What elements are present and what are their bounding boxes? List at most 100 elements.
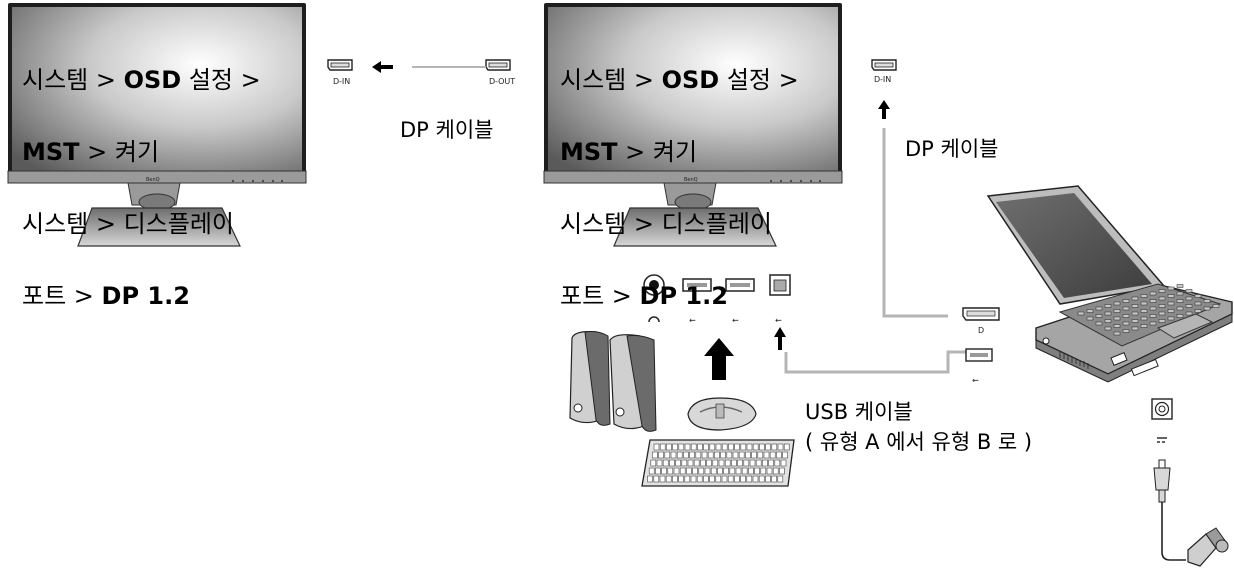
keyboard-key [715, 443, 722, 451]
laptop-key [1131, 304, 1139, 308]
dp-cable-line-2 [882, 128, 948, 318]
usb-cable-line [784, 350, 966, 374]
laptop-key [1185, 304, 1193, 308]
laptop-key [1167, 301, 1175, 306]
keyboard-key [734, 475, 740, 483]
screen-line: 시스템 > OSD 설정 > [560, 66, 799, 94]
keyboard-key [758, 475, 765, 483]
keyboard-key [720, 451, 726, 459]
laptop-key [1158, 319, 1166, 323]
keyboard-key [732, 451, 739, 459]
keyboard-key [681, 459, 688, 467]
screen-line: 시스템 > 디스플레이 [560, 210, 773, 238]
keyboard-key [696, 475, 703, 483]
keyboard-key [768, 459, 774, 467]
keyboard-key [728, 443, 734, 451]
keyboard-key [749, 459, 756, 467]
laptop-key [1167, 294, 1175, 298]
keyboard-key [678, 443, 685, 451]
laptop-key [1122, 329, 1130, 333]
brand-logo: BenQ [146, 177, 160, 183]
keyboard-key [684, 443, 691, 451]
keyboard-key [727, 475, 734, 483]
keyboard-key [670, 451, 677, 459]
keyboard-key [700, 459, 706, 467]
monitor-left-screen-text: 시스템 > OSD 설정 > MST > 켜기 시스템 > 디스플레이 포트 >… [22, 20, 261, 332]
keyboard-key [721, 475, 728, 483]
keyboard-key [653, 475, 660, 483]
keyboard-key [757, 451, 764, 459]
headphone-jack [643, 274, 665, 323]
keyboard-key [659, 475, 666, 483]
laptop-key [1122, 306, 1130, 311]
keyboard-key [667, 467, 674, 475]
laptop-key [1140, 316, 1148, 321]
monitor-left: BenQ [7, 3, 307, 247]
keyboard-key [703, 443, 709, 451]
laptop-key [1113, 309, 1121, 313]
keyboard-key [745, 451, 751, 459]
keyboard-key [672, 443, 678, 451]
keyboard-key [717, 467, 723, 475]
screen-line: MST > 켜기 [22, 138, 160, 166]
dp-out-port: D [485, 59, 511, 86]
keyboard-key [652, 451, 658, 459]
keyboard-key [659, 443, 666, 451]
usb-a-port-1: ⇜ [682, 278, 712, 325]
keyboard-key [709, 443, 716, 451]
keyboard-key [664, 451, 671, 459]
svg-text:D: D [978, 326, 984, 335]
keyboard-key [678, 475, 684, 483]
keyboard-key [676, 451, 683, 459]
keyboard-key [740, 475, 746, 483]
laptop-key [1176, 299, 1184, 303]
laptop-key [1104, 304, 1112, 308]
keyboard-key [782, 451, 788, 459]
laptop-key [1167, 316, 1175, 321]
dp-cable-label-2: DP 케이블 [905, 137, 999, 161]
laptop-key [1095, 321, 1103, 326]
mouse [687, 397, 757, 431]
laptop-key [1185, 311, 1193, 316]
keyboard-key [714, 451, 720, 459]
laptop-key [1140, 294, 1148, 298]
laptop-key [1122, 299, 1130, 303]
keyboard-key [762, 459, 768, 467]
power-cable [1153, 459, 1229, 567]
keyboard-key [765, 443, 771, 451]
laptop-key [1113, 324, 1121, 328]
usb-cable-label: USB 케이블 [805, 400, 913, 424]
keyboard-key [673, 467, 680, 475]
dp-in-port-right: D [871, 59, 897, 84]
keyboard-key [675, 459, 681, 467]
laptop-key [1140, 301, 1148, 306]
laptop-key [1122, 321, 1130, 326]
svg-text:D: D [333, 77, 339, 86]
keyboard-key [780, 459, 787, 467]
screen-line: 포트 > DP 1.2 [22, 282, 190, 310]
keyboard-key [738, 451, 745, 459]
laptop-dp-port: D [962, 307, 1000, 335]
keyboard-key [776, 451, 782, 459]
laptop-key [1149, 314, 1157, 318]
keyboard-key [763, 451, 770, 459]
laptop-key [1158, 304, 1166, 308]
keyboard-key [706, 459, 712, 467]
keyboard-key [692, 467, 698, 475]
laptop-key [1158, 289, 1166, 293]
keyboard-key [726, 451, 733, 459]
keyboard-key [783, 443, 790, 451]
keyboard-key [729, 467, 736, 475]
screen-line: 시스템 > 디스플레이 [22, 210, 235, 238]
keyboard-key [697, 443, 703, 451]
laptop-key [1104, 311, 1112, 316]
arrow-up-icon [878, 100, 890, 119]
laptop-usb-port: ⇜ [965, 348, 993, 385]
keyboard-key [656, 459, 663, 467]
port-label-dp-out: -OUT [495, 77, 516, 86]
keyboard-key [683, 451, 689, 459]
laptop [986, 185, 1233, 383]
keyboard-key [734, 443, 740, 451]
monitor-right-screen-text: 시스템 > OSD 설정 > MST > 켜기 시스템 > 디스플레이 포트 >… [560, 20, 799, 332]
keyboard-key [707, 451, 714, 459]
